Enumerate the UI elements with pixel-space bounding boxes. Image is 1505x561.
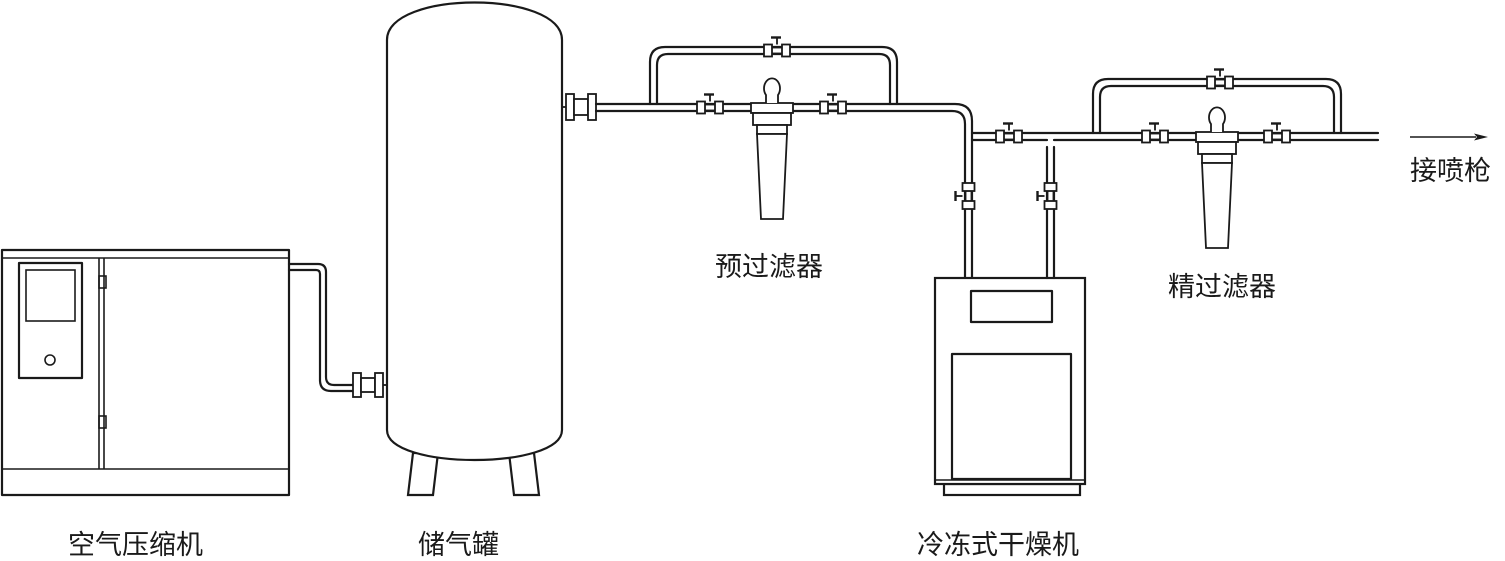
flange-tank-inlet [352, 372, 388, 398]
label-storage-tank: 储气罐 [418, 530, 499, 561]
pipe-compressor-to-tank [287, 262, 357, 387]
valve-prefilter-bypass [762, 36, 792, 58]
label-spray-gun-outlet: 接喷枪 [1410, 156, 1491, 187]
air-compressor [0, 248, 291, 497]
valve-bypass-dryer [994, 122, 1024, 144]
air-storage-tank [385, 1, 564, 497]
valve-dryer-outlet [1036, 181, 1058, 211]
valve-finefilter-bypass [1205, 68, 1235, 90]
label-prefilter: 预过滤器 [715, 252, 823, 283]
valve-dryer-inlet [954, 181, 976, 211]
refrigerated-dryer [933, 276, 1087, 497]
flow-arrow-icon [1410, 133, 1488, 141]
label-refrigerated-dryer: 冷冻式干燥机 [917, 530, 1079, 561]
prefilter [750, 77, 794, 220]
fine-filter [1195, 106, 1239, 249]
label-fine-filter: 精过滤器 [1168, 272, 1276, 303]
pipe-main-finefilter [970, 77, 1380, 142]
valve-finefilter-outlet [1262, 122, 1292, 144]
valve-prefilter-inlet [695, 93, 725, 115]
valve-prefilter-outlet [818, 93, 848, 115]
valve-finefilter-inlet [1140, 122, 1170, 144]
flange-tank-outlet [562, 93, 597, 121]
label-air-compressor: 空气压缩机 [68, 530, 203, 561]
